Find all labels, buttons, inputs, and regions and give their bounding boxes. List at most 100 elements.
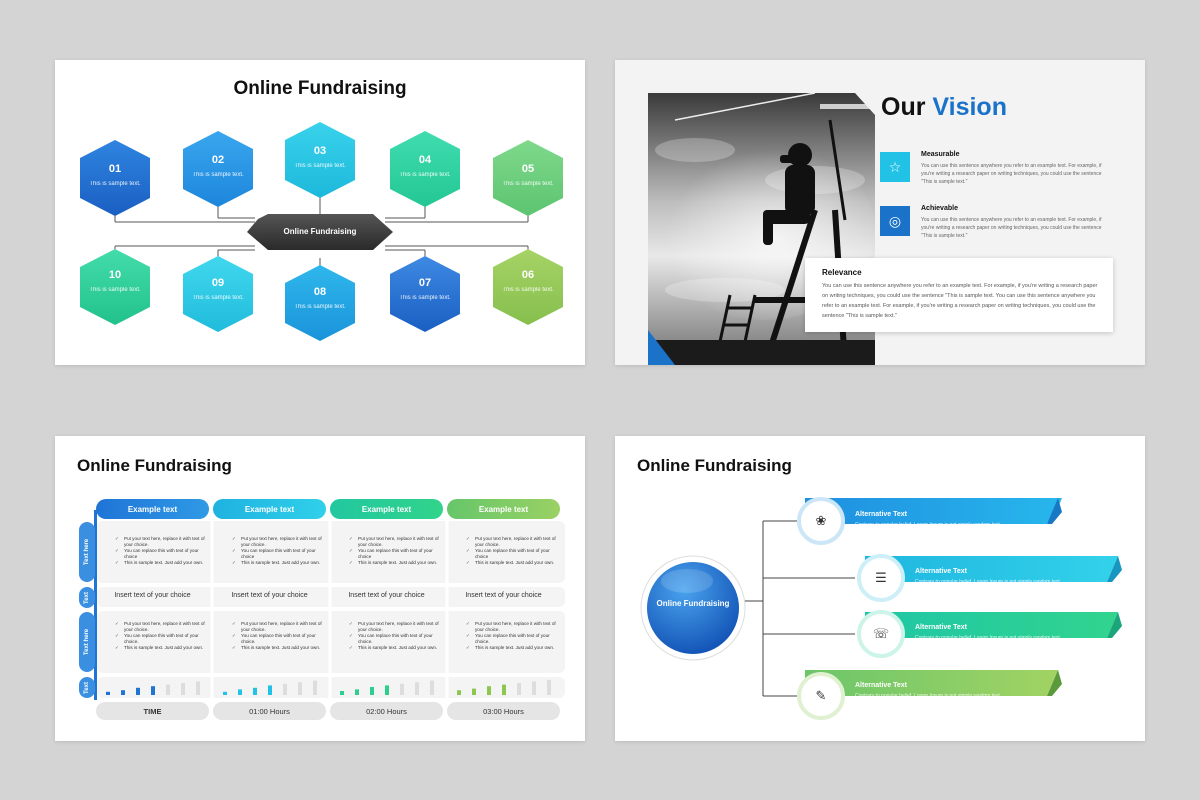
checklist-icon: ✎ <box>806 681 836 711</box>
hexagon-02 <box>183 131 253 207</box>
hexagon-number: 06 <box>521 269 535 281</box>
title-word-our: Our <box>881 93 926 121</box>
hexagon-label-06[interactable]: 06 This is sample text. <box>493 269 563 294</box>
banner-3 <box>865 612 1118 638</box>
mini-bar <box>151 686 155 695</box>
mini-bar <box>340 691 344 695</box>
center-circle-label: Online Fundraising <box>656 599 730 608</box>
table-background <box>94 510 565 700</box>
insert-text: Insert text of your choice <box>231 592 308 599</box>
banner-body-3: Contrary to popular belief, Lorem Ipsum … <box>915 635 1062 649</box>
insert-text: Insert text of your choice <box>114 592 191 599</box>
hexagon-text: This is sample text. <box>399 295 451 301</box>
hexagon-10 <box>80 249 150 325</box>
banner-diagram-art <box>640 497 1122 720</box>
side-tab-text-here-1[interactable]: Text here <box>79 522 95 582</box>
banner-heading-4[interactable]: Alternative Text <box>855 682 907 689</box>
hexagon-number: 03 <box>313 145 327 157</box>
hexagon-number: 05 <box>521 163 535 175</box>
hexagon-number: 04 <box>418 154 432 166</box>
vision-item-heading: Achievable <box>921 205 958 212</box>
hexagon-label-01[interactable]: 01 This is sample text. <box>80 163 150 188</box>
bullet-list: Put your text here, replace it with text… <box>349 536 444 566</box>
bullet-list: Put your text here, replace it with text… <box>466 621 561 651</box>
side-tab-text-2[interactable]: Text <box>79 677 95 698</box>
target-icon: ◎ <box>880 206 910 236</box>
hexagon-05 <box>493 140 563 216</box>
mini-bar <box>238 689 242 695</box>
hexagon-label-05[interactable]: 05 This is sample text. <box>493 163 563 188</box>
side-tab-text-1[interactable]: Text <box>79 587 95 608</box>
slide-hexagon-diagram[interactable]: Online Fundraising Online Fundraising 01… <box>55 60 585 365</box>
vision-item-heading: Measurable <box>921 151 960 158</box>
hexagon-text: This is sample text. <box>294 163 346 169</box>
slide-title: Online Fundraising <box>637 456 792 475</box>
vision-item-body: You can use this sentence anywhere you r… <box>921 217 1102 239</box>
mini-bar <box>136 687 140 695</box>
center-hub-shape <box>247 214 393 250</box>
hexagon-text: This is sample text. <box>399 172 451 178</box>
hands-plant-icon: ❀ <box>806 506 836 536</box>
column-header-1[interactable]: Example text <box>96 499 209 519</box>
banner-body-2: Contrary to popular belief, Lorem Ipsum … <box>915 579 1062 593</box>
medal-icon: ☆ <box>880 152 910 182</box>
hexagon-text: This is sample text. <box>502 287 554 293</box>
bullet-list: Put your text here, replace it with text… <box>232 536 327 566</box>
banner-heading-2[interactable]: Alternative Text <box>915 568 967 575</box>
slide-table-fundraising[interactable]: Online Fundraising Example text Example … <box>55 436 585 741</box>
mini-bar <box>181 683 185 695</box>
hexagon-label-08[interactable]: 08 This is sample text. <box>285 286 355 311</box>
mini-bar <box>121 690 125 695</box>
mini-bar <box>106 691 110 695</box>
slide-title: Online Fundraising <box>233 78 407 99</box>
bullet-list: Put your text here, replace it with text… <box>349 621 444 651</box>
mini-bar <box>472 688 476 695</box>
side-tab-text-here-2[interactable]: Text here <box>79 612 95 672</box>
mini-bar <box>268 685 272 695</box>
banner-heading-1[interactable]: Alternative Text <box>855 511 907 518</box>
hexagon-01 <box>80 140 150 216</box>
hexagon-text: This is sample text. <box>192 172 244 178</box>
footer-hour-1: 01:00 Hours <box>213 702 326 720</box>
hexagon-06 <box>493 249 563 325</box>
title-word-vision: Vision <box>932 93 1007 121</box>
hexagon-label-09[interactable]: 09 This is sample text. <box>183 277 253 302</box>
hexagon-number: 01 <box>108 163 122 175</box>
hexagon-label-10[interactable]: 10 This is sample text. <box>80 269 150 294</box>
hexagon-label-07[interactable]: 07 This is sample text. <box>390 277 460 302</box>
hexagon-label-03[interactable]: 03 This is sample text. <box>285 145 355 170</box>
footer-hour-3: 03:00 Hours <box>447 702 560 720</box>
banner-2 <box>865 556 1118 582</box>
hexagon-label-04[interactable]: 04 This is sample text. <box>390 154 460 179</box>
hexagon-number: 02 <box>211 154 225 166</box>
bullet-list: Put your text here, replace it with text… <box>115 621 210 651</box>
mini-bar <box>547 679 551 695</box>
slide-banners-fundraising[interactable]: Online Fundraising <box>615 436 1145 741</box>
center-circle <box>647 562 739 654</box>
mini-bar <box>253 687 257 695</box>
mini-bar <box>370 687 374 695</box>
column-header-3[interactable]: Example text <box>330 499 443 519</box>
slide-our-vision[interactable]: Our Vision ☆ Measurable You can use this… <box>615 60 1145 365</box>
mini-bar <box>313 680 317 695</box>
hexagon-number: 07 <box>418 277 432 289</box>
mini-bar <box>415 682 419 695</box>
insert-text: Insert text of your choice <box>348 592 425 599</box>
column-header-2[interactable]: Example text <box>213 499 326 519</box>
hexagon-label-02[interactable]: 02 This is sample text. <box>183 154 253 179</box>
hexagon-diagram-art <box>80 122 563 341</box>
banner-heading-3[interactable]: Alternative Text <box>915 624 967 631</box>
relevance-card[interactable]: Relevance You can use this sentence anyw… <box>805 258 1113 332</box>
column-header-4[interactable]: Example text <box>447 499 560 519</box>
hexagon-03 <box>285 122 355 198</box>
slide-title: Our Vision <box>881 93 1007 122</box>
slide-title: Online Fundraising <box>77 456 232 475</box>
banner-4 <box>805 670 1058 696</box>
mini-bar <box>298 682 302 695</box>
mini-bar <box>196 681 200 695</box>
mini-bar <box>283 683 287 695</box>
center-hub-label: Online Fundraising <box>283 227 357 236</box>
hexagon-text: This is sample text. <box>89 181 141 187</box>
mini-bar <box>385 685 389 695</box>
mini-bar <box>223 691 227 695</box>
